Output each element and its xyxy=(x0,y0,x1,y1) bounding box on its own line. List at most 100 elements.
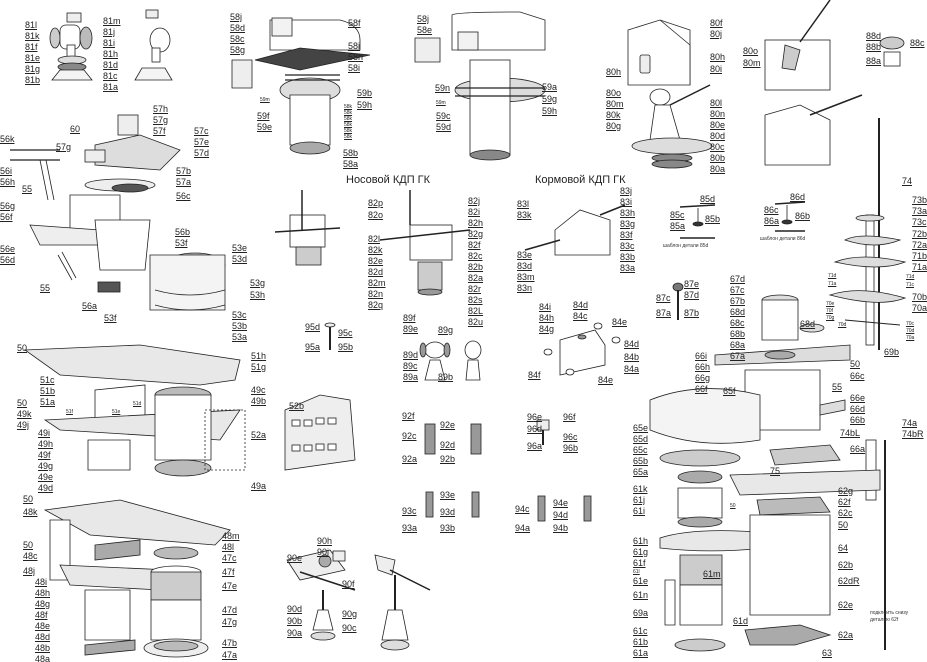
part-label: 58k xyxy=(344,134,353,140)
part-label: 52b xyxy=(289,401,305,411)
part-label: 83e xyxy=(517,250,533,260)
part-90-gun xyxy=(286,549,431,651)
part-label: 90e xyxy=(287,553,303,563)
part-label: 59c xyxy=(436,111,451,121)
part-label: 84d xyxy=(624,339,640,349)
part-label: 95a xyxy=(305,342,321,352)
part-label: 67a xyxy=(730,351,746,361)
part-label: 94b xyxy=(553,523,569,533)
part-52b-screen xyxy=(284,394,356,471)
part-label: 62g xyxy=(838,486,854,496)
part-label: 84e xyxy=(612,317,628,327)
part-label: 83k xyxy=(517,210,532,220)
part-label: 47d xyxy=(222,605,238,615)
part-label: 61k xyxy=(633,484,648,494)
part-label: 95c xyxy=(338,328,353,338)
part-label: 51g xyxy=(251,362,267,372)
part-label: 92c xyxy=(402,431,417,441)
part-label: 66f xyxy=(695,384,708,394)
part-label: 49e xyxy=(38,472,54,482)
part-label: 57e xyxy=(194,137,210,147)
part-85-86-tripods xyxy=(679,201,806,239)
part-label: 51d xyxy=(133,401,142,407)
part-label: 48c xyxy=(23,551,38,561)
part-label: 47g xyxy=(222,617,238,627)
part-label: 89g xyxy=(438,325,454,335)
part-label: 94d xyxy=(553,510,569,520)
part-label: 86d xyxy=(790,192,806,202)
part-label: 84f xyxy=(528,370,541,380)
part-label: 70a xyxy=(912,303,927,313)
part-label: 67c xyxy=(730,285,745,295)
part-label: 94c xyxy=(515,504,530,514)
part-label: 84g xyxy=(539,324,555,334)
part-label: 48g xyxy=(35,599,51,609)
part-label: 51e xyxy=(112,409,121,415)
part-label: 47f xyxy=(222,567,235,577)
part-label: 83g xyxy=(620,219,636,229)
part-label: 57g xyxy=(56,142,72,152)
part-label: 88b xyxy=(866,42,882,52)
part-95-89-lights xyxy=(324,322,482,381)
part-label: 47e xyxy=(222,581,238,591)
part-label: 53g xyxy=(250,278,266,288)
part-label: 74bL xyxy=(840,428,861,438)
part-label: 57a xyxy=(176,177,192,187)
part-58-bridge-left xyxy=(231,17,371,155)
part-58-bridge-right xyxy=(414,11,546,161)
part-label: 84d xyxy=(573,300,589,310)
note-template-85d: шаблон детали 85d xyxy=(663,243,709,249)
part-label: 73b xyxy=(912,195,927,205)
part-label: 82s xyxy=(468,295,483,305)
part-label: 56h xyxy=(0,177,16,187)
part-label: 66b xyxy=(850,415,866,425)
part-label: 63 xyxy=(822,648,833,658)
part-label: 48k xyxy=(23,507,38,517)
part-label: 82e xyxy=(368,256,384,266)
part-48-47-deck xyxy=(43,499,231,658)
part-label: 56b xyxy=(175,227,191,237)
part-label: 89f xyxy=(403,313,416,323)
part-label: 71a xyxy=(912,262,927,272)
note-template-86d: шаблон детали 86d xyxy=(760,236,806,242)
part-label: 82l xyxy=(368,234,381,244)
part-label: 47b xyxy=(222,638,238,648)
part-label: 92b xyxy=(440,454,456,464)
part-label: 67b xyxy=(730,296,746,306)
part-label: 58j xyxy=(417,14,430,24)
part-label: 96c xyxy=(563,432,578,442)
part-label: 66a xyxy=(850,444,866,454)
part-label: 80j xyxy=(710,29,723,39)
part-label: 62dR xyxy=(838,576,860,586)
part-label: 80c xyxy=(710,142,725,152)
part-label: 50 xyxy=(23,540,34,550)
part-80-turret xyxy=(627,0,863,169)
part-label: 95b xyxy=(338,342,354,352)
part-label: 82i xyxy=(468,207,481,217)
part-label: 96d xyxy=(527,424,543,434)
part-label: 62e xyxy=(838,600,854,610)
part-57-56-53-superstructure xyxy=(10,114,226,311)
part-label: 50 xyxy=(850,359,861,369)
part-label: 48a xyxy=(35,654,51,662)
part-label: 58f xyxy=(348,18,361,28)
part-label: 48d xyxy=(35,632,51,642)
part-label: 83c xyxy=(620,241,635,251)
part-label: 73a xyxy=(912,206,927,216)
part-81-searchlight xyxy=(49,9,173,81)
part-label: 80d xyxy=(710,131,726,141)
part-label: 80e xyxy=(710,120,726,130)
part-label: 58k xyxy=(344,122,353,128)
part-label: 90b xyxy=(287,616,303,626)
part-label: 96f xyxy=(563,412,576,422)
part-label: 75 xyxy=(770,466,781,476)
part-label: 59m xyxy=(436,100,446,106)
part-label: 61g xyxy=(633,547,649,557)
part-label: 81g xyxy=(25,64,41,74)
part-label: 49f xyxy=(38,450,51,460)
part-label: 58b xyxy=(343,148,359,158)
part-label: 59h xyxy=(357,100,373,110)
part-label: 59g xyxy=(542,94,558,104)
part-label: 59n xyxy=(435,83,451,93)
